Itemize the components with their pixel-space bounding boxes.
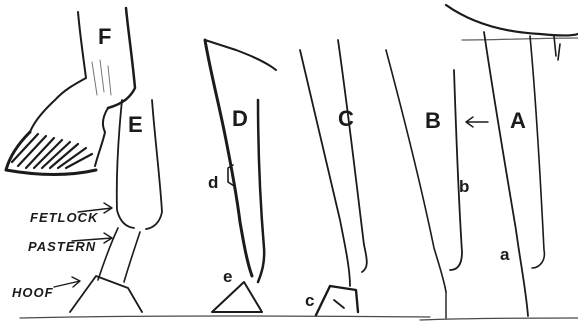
leg-a-drawing <box>420 5 578 320</box>
term-pastern: PASTERN <box>28 240 96 253</box>
label-d-lower: d <box>208 174 218 191</box>
term-fetlock: FETLOCK <box>30 211 98 224</box>
leg-b-drawing <box>386 50 488 318</box>
label-f: F <box>98 26 111 48</box>
label-c-lower: c <box>305 292 314 309</box>
label-a: A <box>510 110 526 132</box>
label-d: D <box>232 108 248 130</box>
term-hoof: HOOF <box>12 286 54 299</box>
label-b: B <box>425 110 441 132</box>
label-c: C <box>338 108 354 130</box>
label-b-lower: b <box>459 178 469 195</box>
label-a-lower: a <box>500 246 509 263</box>
leg-c-drawing <box>300 40 367 315</box>
label-e-lower: e <box>223 268 232 285</box>
leg-f-drawing <box>6 8 135 175</box>
label-e: E <box>128 114 143 136</box>
